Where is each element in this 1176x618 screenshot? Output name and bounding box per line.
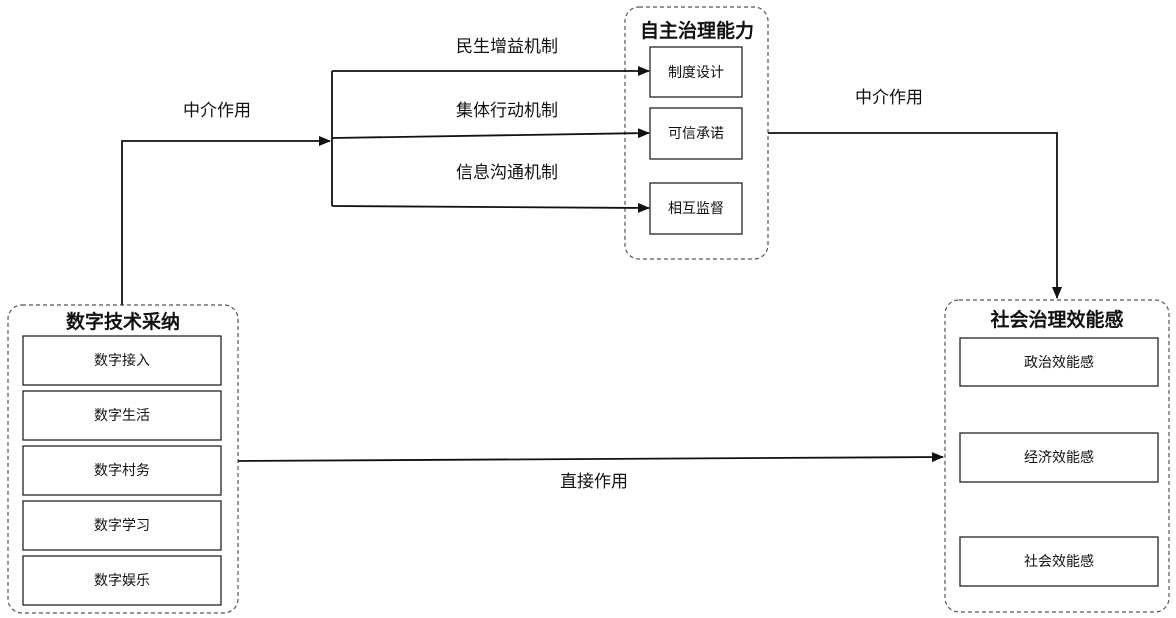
group-governance-efficacy-title: 社会治理效能感 <box>989 308 1123 331</box>
label-mediation-right: 中介作用 <box>855 88 923 108</box>
group-governance-efficacy-frame <box>944 299 1170 613</box>
node-digital-entertainment-box <box>22 555 222 606</box>
node-political-efficacy-label: 政治效能感 <box>1024 354 1094 371</box>
node-digital-village-affairs-label: 数字村务 <box>94 463 150 479</box>
node-digital-life-label: 数字生活 <box>94 408 150 424</box>
label-mechanism-communication: 信息沟通机制 <box>456 163 558 183</box>
edge-direct-effect <box>237 452 944 463</box>
node-economic-efficacy-label: 经济效能感 <box>1024 449 1094 466</box>
node-social-efficacy: 社会效能感 <box>959 536 1159 587</box>
group-self-governance-title: 自主治理能力 <box>640 19 754 42</box>
node-digital-access-label: 数字接入 <box>94 352 150 369</box>
node-digital-entertainment: 数字娱乐 <box>22 555 222 606</box>
edge-collective-to-credible-commitment <box>331 128 650 139</box>
node-mutual-supervision-box <box>649 182 743 235</box>
group-digital-adoption-title: 数字技术采纳 <box>66 310 180 333</box>
node-digital-village-affairs-box <box>22 445 222 496</box>
group-digital-adoption-frame <box>7 304 239 614</box>
node-digital-learning-box <box>22 500 222 551</box>
node-digital-learning: 数字学习 <box>22 500 222 551</box>
label-direct-effect: 直接作用 <box>560 472 628 492</box>
node-mutual-supervision: 相互监督 <box>649 182 743 235</box>
node-economic-efficacy-box <box>959 432 1159 483</box>
group-digital-adoption: 数字技术采纳 数字接入 数字生活 数字村务 数字学习 数字娱乐 <box>7 304 239 614</box>
node-credible-commitment-box <box>649 107 743 160</box>
node-institutional-design-label: 制度设计 <box>668 65 724 81</box>
node-social-efficacy-label: 社会效能感 <box>1024 553 1094 570</box>
node-digital-access: 数字接入 <box>22 335 222 386</box>
node-political-efficacy: 政治效能感 <box>959 337 1159 387</box>
label-mechanism-collective-action: 集体行动机制 <box>456 101 558 121</box>
label-mechanism-livelihood: 民生增益机制 <box>456 37 558 57</box>
node-digital-village-affairs: 数字村务 <box>22 445 222 496</box>
node-political-efficacy-box <box>959 337 1159 387</box>
node-digital-life-box <box>22 390 222 441</box>
node-digital-access-box <box>22 335 222 386</box>
node-digital-learning-label: 数字学习 <box>94 518 150 534</box>
edge-adoption-to-mechanisms <box>121 136 331 305</box>
edge-communication-to-mutual-supervision <box>331 202 650 213</box>
node-mutual-supervision-label: 相互监督 <box>668 201 724 217</box>
node-social-efficacy-box <box>959 536 1159 587</box>
node-institutional-design: 制度设计 <box>649 46 743 98</box>
label-mediation-left: 中介作用 <box>183 101 251 121</box>
node-economic-efficacy: 经济效能感 <box>959 432 1159 483</box>
group-governance-efficacy: 社会治理效能感 政治效能感 经济效能感 社会效能感 <box>944 299 1170 613</box>
node-digital-entertainment-label: 数字娱乐 <box>94 573 150 589</box>
node-credible-commitment: 可信承诺 <box>649 107 743 160</box>
node-institutional-design-box <box>649 46 743 98</box>
node-credible-commitment-label: 可信承诺 <box>668 126 724 142</box>
node-digital-life: 数字生活 <box>22 390 222 441</box>
edge-self-governance-to-efficacy <box>768 132 1062 299</box>
